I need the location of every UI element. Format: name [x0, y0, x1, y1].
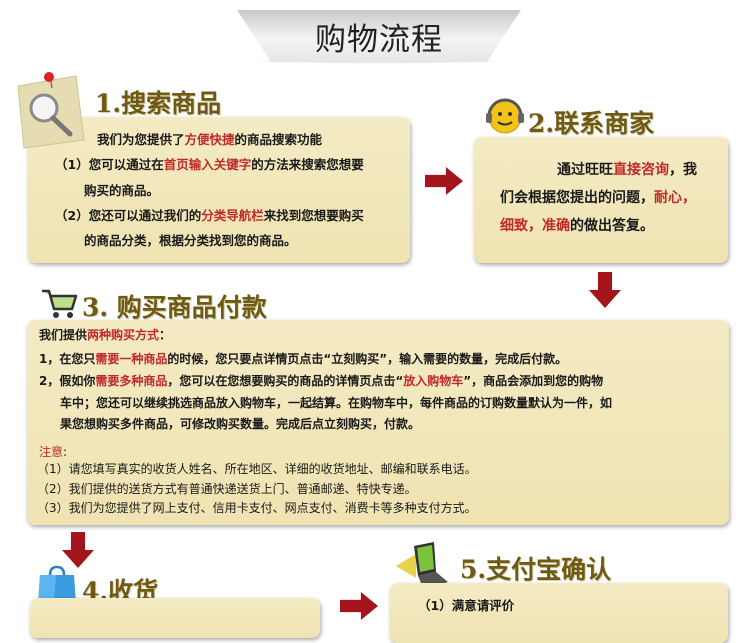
step2-text-line: 们会根据您提出的问题，耐心， — [500, 187, 696, 207]
step3-title: 3. 购买商品付款 — [82, 293, 267, 322]
text-segment: ，您可以在您想要购买的商品的详情页点击“ — [167, 374, 404, 388]
text-segment: 我们提供 — [39, 328, 88, 342]
text-segment: 果您想购买多件商品，可修改购买数量。完成后点立刻购买，付款。 — [60, 417, 421, 431]
text-segment: 的方法来搜索您想要 — [251, 157, 364, 172]
text-segment: : — [63, 445, 68, 459]
step3-text-line: 1，在您只需要一种商品的时候，您只要点详情页点击“立刻购买”，输入需要的数量，完… — [39, 350, 567, 367]
step3-text-line: 2，假如你需要多种商品，您可以在您想要购买的商品的详情页点击“放入购物车”，商品… — [39, 372, 603, 389]
step1-text-line: 购买的商品。 — [84, 180, 159, 199]
text-segment: （1）满意请评价 — [418, 598, 515, 613]
highlight-text: 注意 — [39, 445, 64, 459]
step5-title: 5.支付宝确认 — [460, 555, 612, 584]
step2-text-line: 细致，准确的做出答复。 — [500, 215, 654, 235]
text-segment: 2，假如你 — [39, 374, 96, 388]
text-segment: 的时候，您只要点详情页点击“立刻购买”，输入需要的数量，完成后付款。 — [167, 352, 568, 366]
magnifier-note-icon — [14, 72, 86, 150]
text-segment: （2）我们提供的送货方式有普通快递送货上门、普通邮递、特快专递。 — [37, 482, 417, 496]
step1-text-line: （2）您还可以通过我们的分类导航栏来找到您想要购买 — [55, 205, 364, 224]
highlight-text: 需要一种商品 — [95, 352, 168, 366]
highlight-text: 直接咨询 — [613, 162, 669, 178]
step2-box: 通过旺旺直接咨询，我们会根据您提出的问题，耐心，细致，准确的做出答复。 — [474, 137, 728, 263]
text-segment: 1，在您只 — [39, 352, 96, 366]
highlight-text: 方便快捷 — [184, 132, 235, 147]
step3-text-line: 果您想购买多件商品，可修改购买数量。完成后点立刻购买，付款。 — [60, 415, 420, 432]
step3-box: 我们提供两种购买方式： 1，在您只需要一种商品的时候，您只要点详情页点击“立刻购买… — [27, 320, 729, 525]
text-segment: ”，商品会添加到您的购物 — [463, 374, 604, 388]
step3-text-line: （3）我们为您提供了网上支付、信用卡支付、网点支付、消费卡等多种支付方式。 — [37, 499, 477, 516]
highlight-text: 细致，准确 — [500, 218, 570, 234]
text-segment: 来找到您想要购买 — [263, 208, 364, 223]
step3-text-line: 车中；您还可以继续挑选商品放入购物车，一起结算。在购物车中，每件商品的订购数量默… — [60, 394, 612, 411]
highlight-text: 分类导航栏 — [201, 208, 264, 223]
text-segment: 的商品搜索功能 — [234, 132, 323, 147]
shopping-bag-icon — [36, 565, 78, 603]
step1-box: 我们为您提供了方便快捷的商品搜索功能 （1）您可以通过在首页输入关键字的方法来搜索… — [28, 117, 410, 263]
text-segment: 的做出答复。 — [570, 218, 654, 234]
step5-box: （1）满意请评价 — [390, 583, 728, 643]
page-title: 购物流程 — [237, 10, 521, 62]
arrow-right-icon — [340, 592, 378, 620]
step1-text-line: （1）您可以通过在首页输入关键字的方法来搜索您想要 — [55, 154, 364, 173]
arrow-right-icon — [425, 167, 463, 195]
step2-text-line: 通过旺旺直接咨询，我 — [557, 159, 697, 179]
step3-text-line: （2）我们提供的送货方式有普通快递送货上门、普通邮递、特快专递。 — [37, 480, 417, 497]
highlight-text: 两种购买方式 — [87, 328, 160, 342]
step4-box — [30, 598, 320, 638]
text-segment: （3）我们为您提供了网上支付、信用卡支付、网点支付、消费卡等多种支付方式。 — [37, 501, 477, 515]
arrow-down-icon — [62, 532, 94, 568]
step2-title: 2.联系商家 — [528, 109, 655, 138]
text-segment: ： — [159, 328, 172, 342]
text-segment: 购买的商品。 — [84, 183, 160, 198]
step3-text-line: 我们提供两种购买方式： — [39, 326, 171, 343]
highlight-text: 需要多种商品 — [95, 374, 168, 388]
text-segment: （2）您还可以通过我们的 — [55, 208, 202, 223]
highlight-text: 放入购物车 — [403, 374, 464, 388]
text-segment: 通过旺旺 — [557, 162, 613, 178]
text-segment: 的商品分类，根据分类找到您的商品。 — [84, 233, 297, 248]
highlight-text: 首页输入关键字 — [163, 157, 252, 172]
shopping-cart-icon — [40, 287, 80, 319]
step1-text-line: 我们为您提供了方便快捷的商品搜索功能 — [97, 129, 322, 148]
arrow-down-icon — [589, 272, 621, 308]
text-segment: （1）您可以通过在 — [55, 157, 164, 172]
step1-title: 1.搜索商品 — [95, 89, 222, 118]
step1-text-line: 的商品分类，根据分类找到您的商品。 — [84, 230, 297, 249]
text-segment: 们会根据您提出的问题， — [500, 190, 654, 206]
highlight-text: 耐心， — [654, 190, 696, 206]
text-segment: 我们为您提供了 — [97, 132, 185, 147]
text-segment: ，我 — [669, 162, 697, 178]
text-segment: 车中；您还可以继续挑选商品放入购物车，一起结算。在购物车中，每件商品的订购数量默… — [60, 396, 613, 410]
headset-smiley-icon — [484, 96, 526, 136]
text-segment: （1）请您填写真实的收货人姓名、所在地区、详细的收货地址、邮编和联系电话。 — [37, 462, 477, 476]
step3-text-line: （1）请您填写真实的收货人姓名、所在地区、详细的收货地址、邮编和联系电话。 — [37, 460, 477, 477]
step5-text-line: （1）满意请评价 — [418, 595, 514, 614]
step3-text-line: 注意: — [39, 443, 67, 460]
